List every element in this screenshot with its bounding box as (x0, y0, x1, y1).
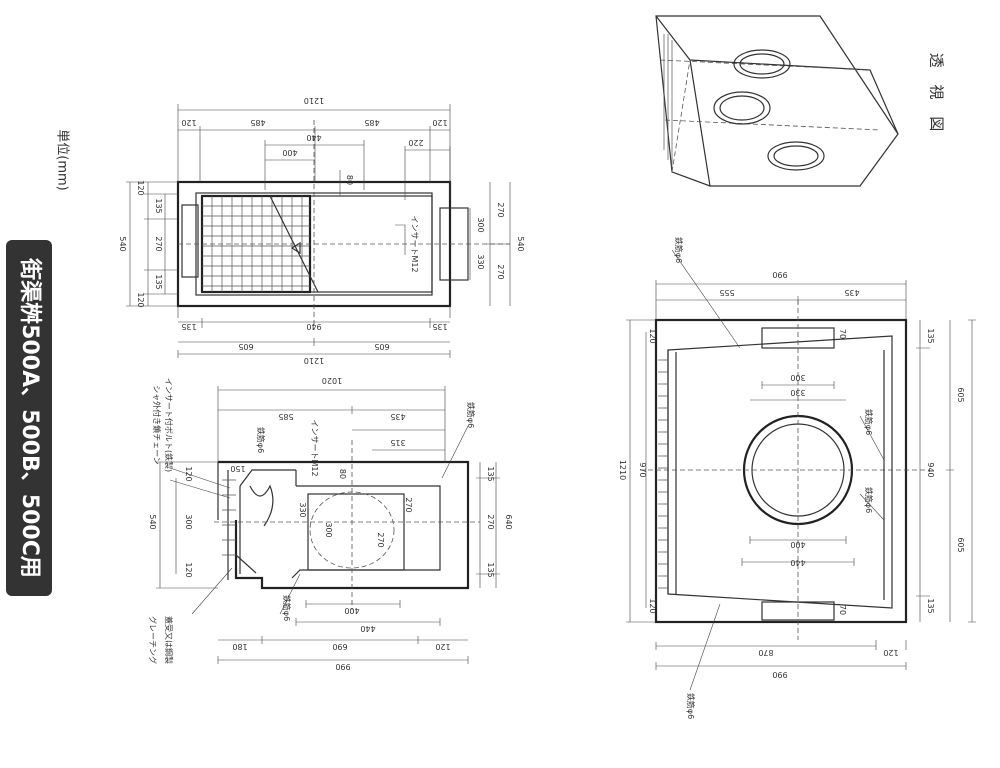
dim-text: 940 (926, 462, 935, 477)
dim-text: 220 (408, 138, 423, 147)
dim-text: 400 (344, 606, 359, 615)
dim-text: 870 (758, 648, 773, 657)
dim-text: 120 (184, 562, 193, 577)
dim-text: 120 (883, 648, 898, 657)
side-view-dimensions: 990 555 435 120 70 300 330 135 605 1210 … (618, 237, 965, 719)
plan-view-dimensions: 1210 120 485 485 120 440 400 220 80 120 … (118, 96, 525, 365)
dim-text: 440 (306, 133, 321, 142)
dim-text: 690 (332, 642, 347, 651)
dim-text: 540 (516, 236, 525, 251)
side-view (626, 249, 976, 691)
dim-text: 135 (486, 466, 495, 481)
dim-text: 120 (181, 118, 196, 127)
dim-text: 270 (154, 236, 163, 251)
rebar-label: 鉄筋φ6 (864, 487, 874, 513)
dim-text: 135 (486, 562, 495, 577)
dim-text: 1210 (304, 96, 324, 105)
unit-label: 単位(mm) (55, 129, 71, 190)
dim-text: 540 (118, 236, 127, 251)
dim-text: 585 (278, 412, 293, 421)
title-badge: 街渠桝500A、500B、500C用 (6, 240, 52, 596)
dim-text: 400 (790, 540, 805, 549)
dim-text: 990 (335, 662, 350, 671)
callout-label: シャ外付き鎖チェーン (152, 385, 162, 465)
dim-text: 605 (374, 342, 389, 351)
callout-label: 鉄筋φ6 (466, 402, 476, 428)
dim-text: 300 (184, 514, 193, 529)
perspective-view (655, 15, 899, 187)
plan-view (126, 104, 511, 358)
dim-text: 435 (844, 288, 859, 297)
dim-text: 135 (181, 322, 196, 331)
dim-text: 605 (956, 387, 965, 402)
dim-text: 330 (298, 502, 307, 517)
dim-text: 150 (230, 464, 245, 473)
dim-text: 120 (648, 598, 657, 613)
callout-label: 蓋受又は鋼製 (164, 616, 174, 664)
dim-text: 330 (476, 254, 485, 269)
dim-text: 640 (504, 514, 513, 529)
dim-text: 120 (136, 292, 145, 307)
dim-text: 80 (338, 469, 347, 479)
dim-text: 440 (360, 624, 375, 633)
dim-text: 300 (790, 373, 805, 382)
dim-text: 270 (404, 497, 413, 512)
dim-text: 330 (790, 388, 805, 397)
perspective-label: 透 視 図 (928, 53, 946, 138)
dim-text: 485 (250, 118, 265, 127)
rebar-label: 鉄筋φ6 (686, 693, 696, 719)
callout-label: インサート付ボルト(鉄製) (164, 378, 174, 472)
dim-text: 270 (376, 532, 385, 547)
dim-text: 300 (324, 522, 333, 537)
dim-text: 970 (638, 462, 647, 477)
rebar-label: 鉄筋φ6 (674, 237, 684, 263)
dim-text: 135 (432, 322, 447, 331)
title-badge-text: 街渠桝500A、500B、500C用 (17, 257, 43, 578)
callout-label: グレーチング (148, 616, 158, 664)
dim-text: 540 (148, 514, 157, 529)
dim-text: 120 (432, 118, 447, 127)
insert-label: インサートM12 (410, 215, 419, 272)
dim-text: 435 (390, 412, 405, 421)
dim-text: 485 (364, 118, 379, 127)
dim-text: 70 (838, 329, 847, 339)
rebar-label: 鉄筋φ6 (864, 409, 874, 435)
dim-text: 70 (838, 605, 847, 615)
dim-text: 605 (956, 537, 965, 552)
dim-text: 1210 (618, 460, 627, 480)
dim-text: 120 (648, 328, 657, 343)
dim-text: 1020 (322, 376, 342, 385)
dim-text: 120 (136, 180, 145, 195)
callout-label: インサートM12 (310, 419, 319, 476)
dim-text: 120 (435, 642, 450, 651)
dim-text: 315 (390, 438, 405, 447)
dim-text: 270 (496, 264, 505, 279)
section-view (156, 386, 500, 664)
dim-text: 605 (238, 342, 253, 351)
dim-text: 180 (232, 642, 247, 651)
dim-text: 440 (790, 558, 805, 567)
dim-text: 990 (772, 270, 787, 279)
dim-text: 80 (345, 175, 354, 185)
dim-text: 120 (184, 466, 193, 481)
dim-text: 990 (772, 670, 787, 679)
callout-label: 鉄筋φ6 (282, 595, 292, 621)
dim-text: 400 (282, 148, 297, 157)
dim-text: 270 (486, 514, 495, 529)
dim-text: 300 (476, 217, 485, 232)
dim-text: 135 (154, 274, 163, 289)
dim-text: 270 (496, 202, 505, 217)
dim-text: 940 (306, 322, 321, 331)
dim-text: 135 (154, 198, 163, 213)
dim-text: 135 (926, 328, 935, 343)
dim-text: 555 (719, 288, 734, 297)
callout-label: 鉄筋φ6 (256, 427, 266, 453)
section-view-dimensions: 1020 585 435 315 150 80 120 300 120 540 … (148, 376, 513, 671)
dim-text: 1210 (304, 356, 324, 365)
dim-text: 135 (926, 598, 935, 613)
